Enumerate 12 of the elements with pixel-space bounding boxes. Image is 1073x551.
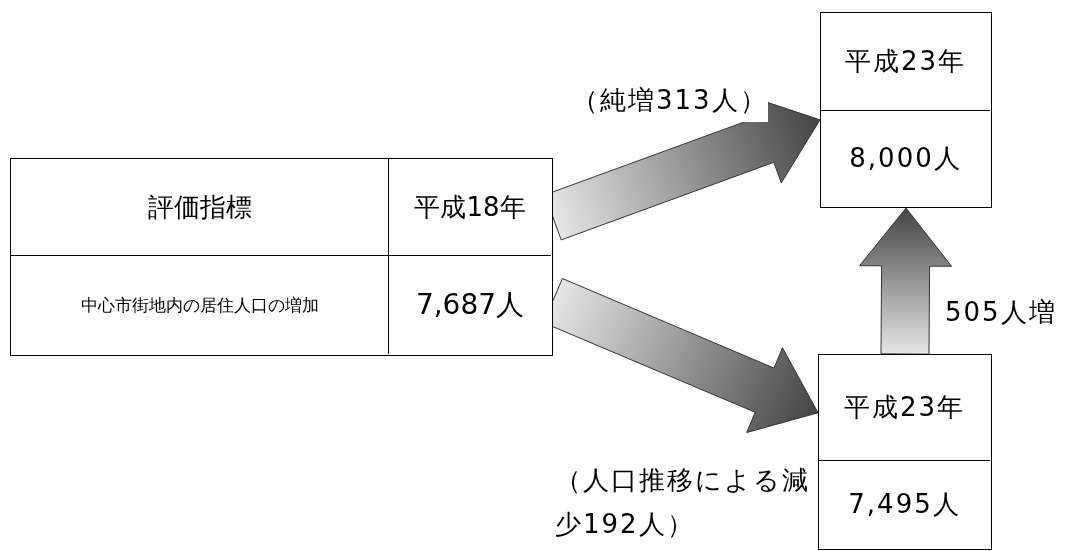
year-heading: 平成23年: [821, 13, 990, 111]
year-box: [820, 12, 992, 208]
population-value: 8,000人: [848, 142, 963, 175]
indicator-table: [10, 158, 553, 356]
year-box: [818, 354, 992, 550]
population-value: 7,495人: [847, 488, 962, 521]
year-heading: 平成23年: [819, 355, 990, 461]
year-heading: 平成18年: [389, 159, 551, 256]
indicator-text: 中心市街地内の居住人口の増加: [11, 256, 389, 354]
block-arrow: [859, 207, 953, 355]
population-value: 7,687人: [414, 287, 526, 323]
table-heading: 評価指標: [11, 159, 389, 256]
